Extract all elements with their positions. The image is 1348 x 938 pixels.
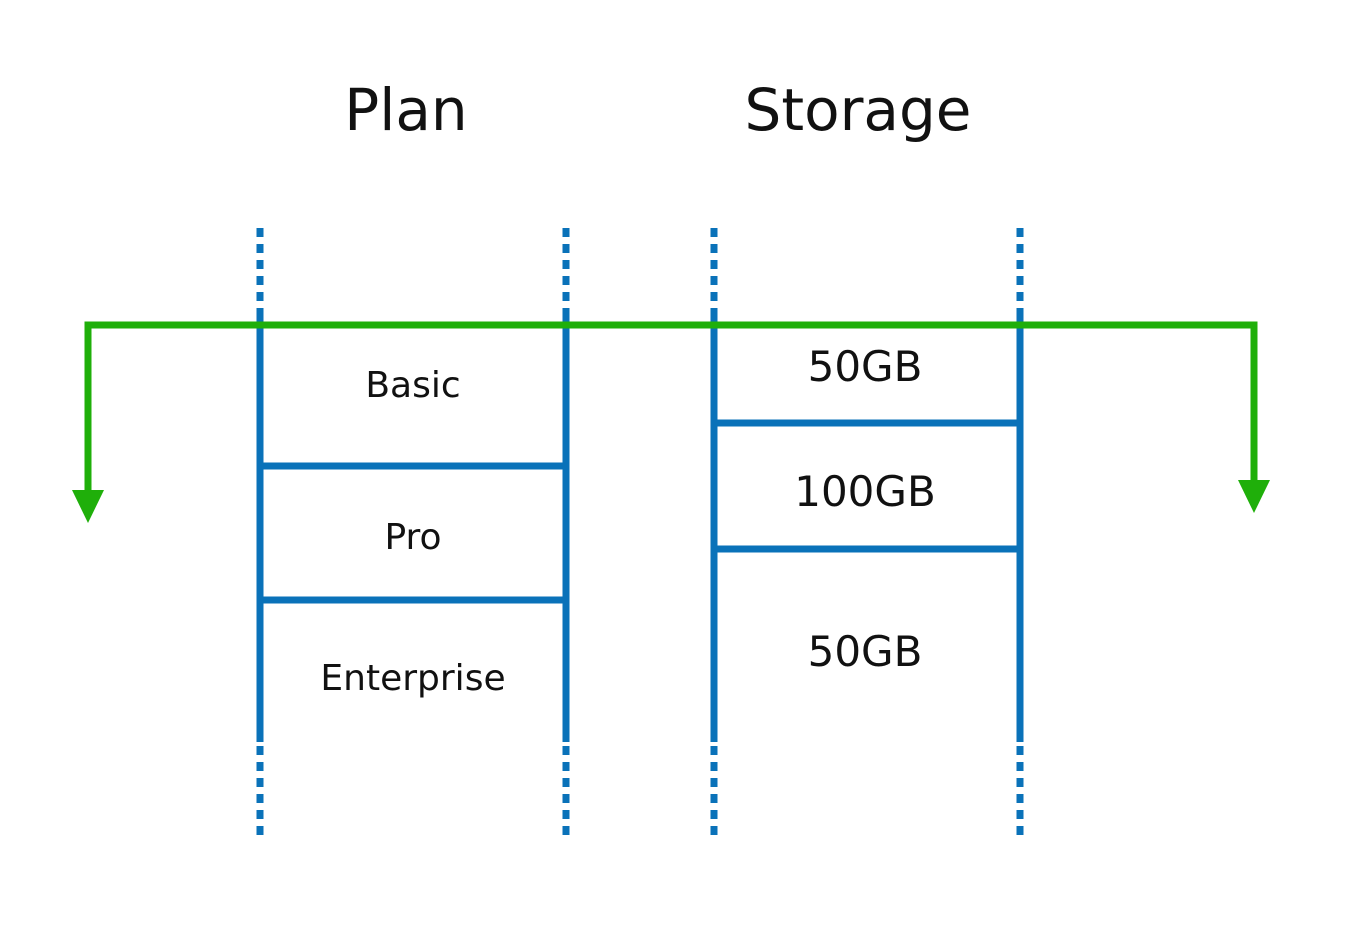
storage-cell-3: 50GB <box>808 627 923 676</box>
plan-column: Basic Pro Enterprise <box>256 228 570 836</box>
plan-column-title: Plan <box>344 76 467 144</box>
flow-arrowhead-right-icon <box>1238 480 1270 513</box>
storage-cell-1: 50GB <box>808 342 923 391</box>
flow-arrow-path <box>84 321 1258 494</box>
plan-cell-basic: Basic <box>365 365 460 406</box>
plan-cell-enterprise: Enterprise <box>320 658 505 699</box>
storage-column: 50GB 100GB 50GB <box>710 228 1024 836</box>
flow-arrow <box>72 321 1270 523</box>
storage-column-title: Storage <box>745 76 972 144</box>
storage-cell-2: 100GB <box>794 467 936 516</box>
flow-arrowhead-left-icon <box>72 490 104 523</box>
plan-cell-pro: Pro <box>384 517 441 558</box>
